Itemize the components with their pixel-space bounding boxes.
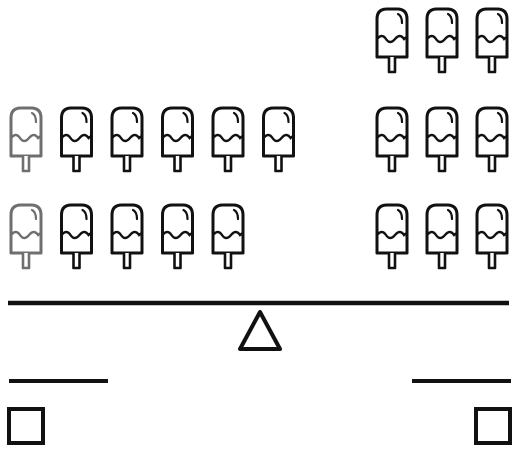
popsicle-icon — [9, 203, 43, 270]
popsicle-icon — [60, 203, 93, 270]
popsicle-icon — [375, 7, 409, 74]
right-answer-checkbox[interactable] — [474, 407, 512, 445]
popsicle-icon — [110, 106, 144, 173]
popsicle-icon — [211, 203, 245, 270]
popsicle-icon — [475, 106, 509, 173]
left-pan-popsicles — [9, 106, 295, 270]
popsicle-icon — [9, 106, 43, 173]
right-pan-popsicles — [375, 7, 509, 270]
popsicle-icon — [161, 203, 194, 270]
popsicle-icon — [375, 106, 409, 173]
left-answer-checkbox[interactable] — [7, 407, 45, 445]
popsicle-icon — [161, 106, 194, 173]
popsicle-icon — [262, 106, 295, 173]
popsicle-icon — [425, 7, 459, 74]
popsicle-icon — [375, 203, 409, 270]
popsicle-icon — [425, 106, 459, 173]
popsicle-icon — [475, 203, 509, 270]
popsicle-icon — [110, 203, 144, 270]
popsicle-icon — [475, 7, 509, 74]
popsicle-icon — [211, 106, 245, 173]
popsicle-icon — [425, 203, 459, 270]
triangle-fulcrum-icon — [238, 310, 282, 351]
popsicle-icon — [60, 106, 93, 173]
